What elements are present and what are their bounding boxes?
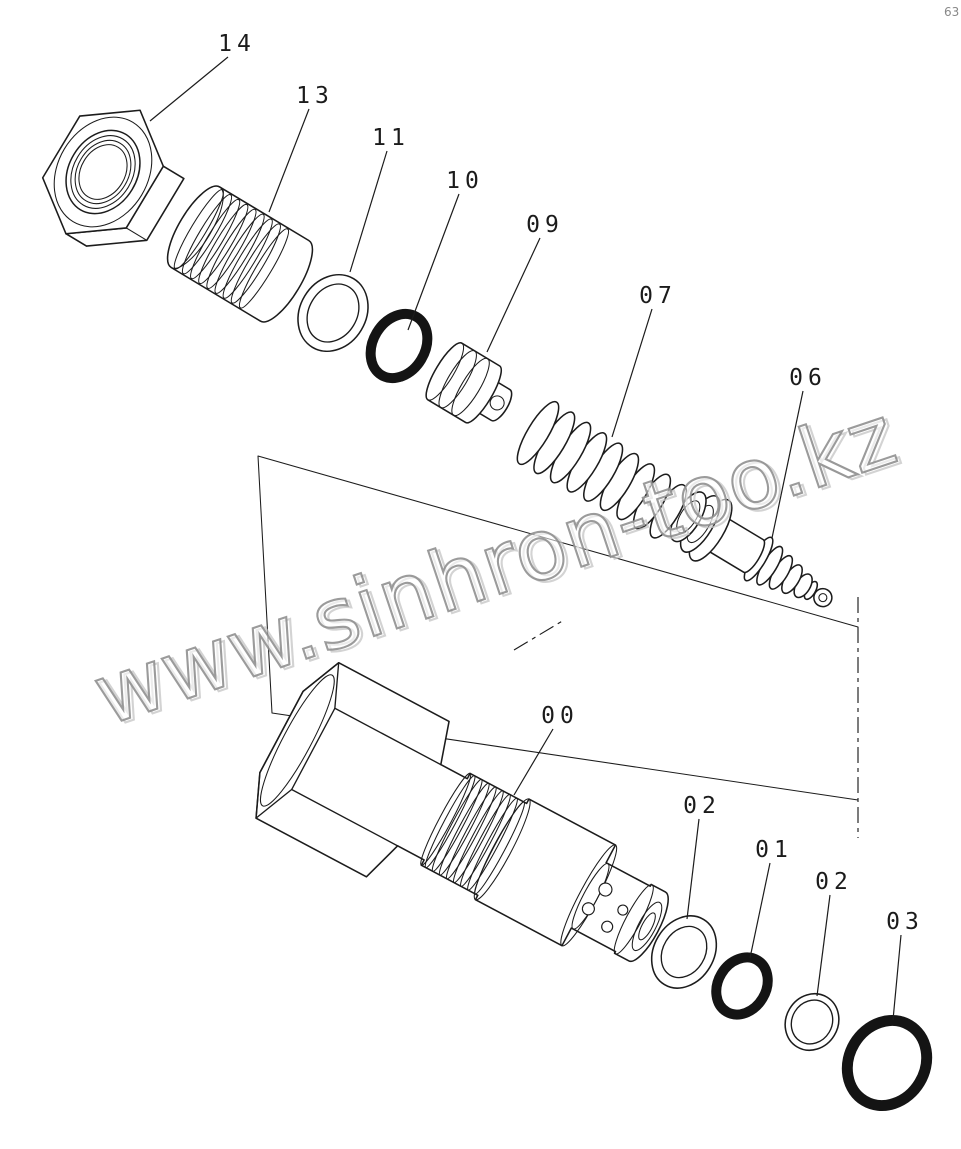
- threaded-bore: [65, 129, 141, 215]
- callout-13: 13: [268, 83, 334, 213]
- callout-07: 07: [611, 283, 677, 438]
- cross-hole: [601, 920, 614, 933]
- callout-02a: 02: [683, 793, 721, 920]
- callout-label-02a: 02: [683, 793, 721, 819]
- part-07-spring: [516, 400, 688, 539]
- part-11-washer: [297, 273, 369, 353]
- part-09-poppet: [425, 342, 513, 424]
- part-06-poppet-spring-assembly: [669, 491, 833, 608]
- corner-mark: 63: [944, 5, 959, 19]
- callout-label-00: 00: [541, 703, 579, 729]
- part-02a-washer: [650, 915, 718, 989]
- callout-03: 03: [886, 909, 924, 1021]
- callout-label-13: 13: [296, 83, 334, 109]
- callout-06: 06: [771, 365, 827, 539]
- callouts: 14 13 11 10 09 07 06 00: [149, 31, 924, 1021]
- callout-02b: 02: [815, 869, 853, 997]
- callout-label-06: 06: [789, 365, 827, 391]
- part-10-o-ring: [365, 308, 433, 384]
- part-02b-washer: [784, 992, 840, 1052]
- callout-11: 11: [349, 125, 410, 273]
- part-13-threaded-plug: [166, 185, 314, 323]
- axis-centerline: [513, 619, 565, 651]
- part-14-hex-nut: [41, 109, 185, 247]
- projection-plane: [257, 455, 859, 838]
- cross-hole: [617, 904, 629, 916]
- body-silhouette: [255, 661, 669, 963]
- callout-label-10: 10: [446, 168, 484, 194]
- part-00-valve-body: [255, 661, 669, 963]
- callout-14: 14: [149, 31, 256, 122]
- callout-label-11: 11: [372, 125, 410, 151]
- cross-hole: [598, 882, 613, 897]
- part-01-o-ring: [711, 952, 773, 1020]
- callout-label-03: 03: [886, 909, 924, 935]
- callout-label-09: 09: [526, 212, 564, 238]
- callout-label-02b: 02: [815, 869, 853, 895]
- callout-00: 00: [513, 703, 579, 796]
- end-bore: [638, 912, 656, 941]
- callout-01: 01: [749, 837, 793, 959]
- callout-09: 09: [486, 212, 564, 353]
- part-03-o-ring: [841, 1015, 933, 1111]
- callout-10: 10: [407, 168, 484, 331]
- callout-label-14: 14: [218, 31, 256, 57]
- callout-label-01: 01: [755, 837, 793, 863]
- cross-hole: [581, 902, 595, 916]
- callout-label-07: 07: [639, 283, 677, 309]
